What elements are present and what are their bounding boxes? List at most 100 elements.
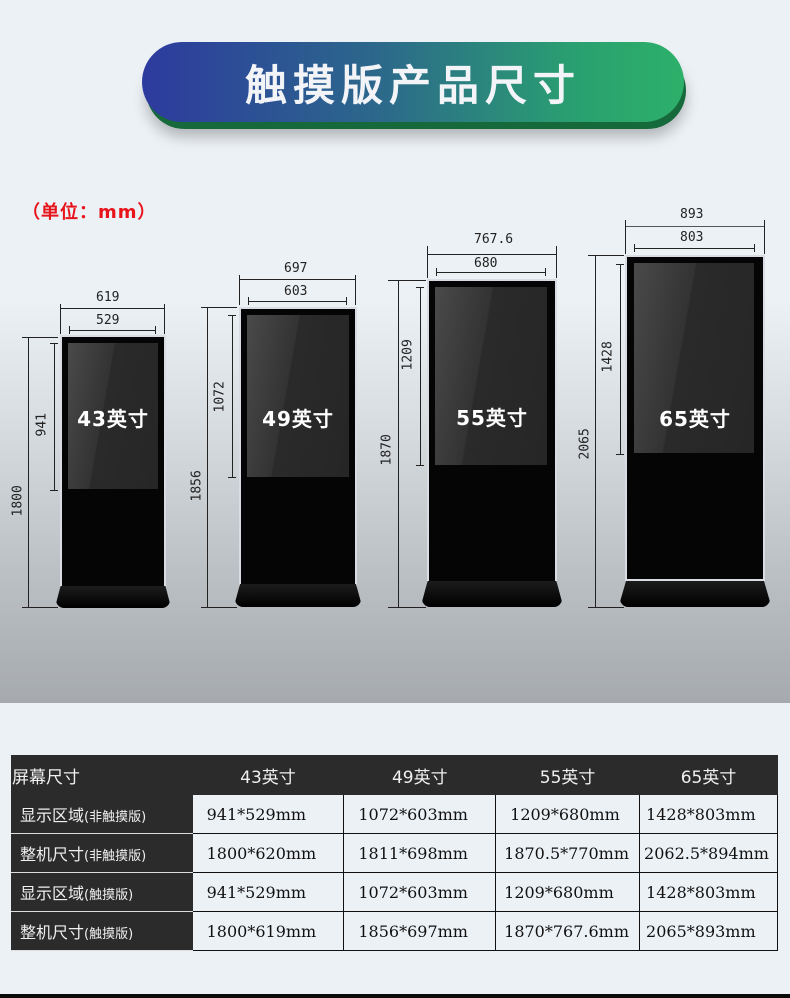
table-cell: 1856*697mm [343,911,497,951]
kiosk-image: 49英寸 [235,307,361,607]
dimension-tick [764,220,765,254]
header-cell: 43英寸 [191,755,345,795]
dimension-line [28,337,29,607]
row-label: 显示区域(触摸版) [11,872,193,912]
bottom-divider [0,994,790,998]
dimension-tick [201,307,237,308]
kiosk-image: 55英寸 [422,279,562,607]
header-cell: 屏幕尺寸 [11,755,193,795]
page-title: 触摸版产品尺寸 [244,60,581,110]
table-cell: 2065*893mm [639,911,778,951]
total-width-label: 619 [96,290,120,305]
table-cell: 1870*767.6mm [495,911,641,951]
header-cell: 49英寸 [343,755,497,795]
table-row: 整机尺寸(触摸版) 1800*619mm 1856*697mm 1870*767… [11,911,778,951]
dimension-tick [754,244,755,252]
screen-width-label: 803 [680,230,704,245]
total-height-label: 1856 [189,470,205,502]
dimension-tick [545,268,546,276]
total-width-label: 893 [680,207,704,222]
dimension-line [634,248,755,249]
dimension-tick [22,337,58,338]
screen-height-label: 1209 [400,339,416,371]
table-cell: 1072*603mm [343,794,497,834]
dimension-tick [22,607,58,608]
screen-width-label: 529 [96,313,120,328]
dimension-line [620,264,621,454]
kiosk-image: 43英寸 [56,335,170,608]
table-cell: 1428*803mm [639,872,778,912]
size-label: 49英寸 [262,407,334,431]
dimension-tick [416,287,424,288]
dimension-tick [436,268,437,276]
total-width-label: 767.6 [474,232,514,247]
dimension-line [625,226,765,227]
dimension-tick [201,607,237,608]
dimension-line [398,280,399,607]
dimension-tick [355,275,356,305]
table-header-row: 屏幕尺寸 43英寸 49英寸 55英寸 65英寸 [11,755,778,795]
header-cell: 65英寸 [639,755,778,795]
table-cell: 1811*698mm [343,833,497,873]
table-cell: 2062.5*894mm [639,833,778,873]
dimension-tick [416,465,424,466]
title-banner: 触摸版产品尺寸 [142,42,684,122]
screen-height-label: 1428 [600,341,616,373]
total-width-label: 697 [284,261,308,276]
dimension-tick [50,343,58,344]
table-row: 整机尺寸(非触摸版) 1800*620mm 1811*698mm 1870.5*… [11,833,778,873]
dimension-tick [155,326,156,334]
unit-label: （单位：mm） [22,202,157,223]
table-row: 显示区域(非触摸版) 941*529mm 1072*603mm 1209*680… [11,794,778,834]
dimension-tick [60,304,61,334]
dimension-tick [388,607,426,608]
dimension-tick [228,315,236,316]
row-label: 整机尺寸(触摸版) [11,911,193,951]
dimension-tick [634,244,635,252]
dimension-tick [616,454,624,455]
dimension-tick [248,297,249,305]
dimension-line [427,254,557,255]
dimension-line [232,315,233,477]
kiosk-image: 65英寸 [620,255,770,607]
total-height-label: 2065 [577,428,593,460]
dimension-tick [228,477,236,478]
total-height-label: 1870 [379,434,395,466]
screen-width-label: 680 [474,256,498,271]
dimension-line [420,287,421,465]
size-label: 55英寸 [456,406,528,430]
table-cell: 1209*680mm [495,794,641,834]
dimension-line [60,308,165,309]
row-label: 显示区域(非触摸版) [11,794,193,834]
dimension-line [248,301,347,302]
size-label: 65英寸 [659,407,731,431]
dimension-tick [427,246,428,278]
dimension-tick [616,264,624,265]
dimension-tick [625,220,626,254]
dimension-line [207,307,208,607]
table-cell: 1800*620mm [191,833,345,873]
table-cell: 1428*803mm [639,794,778,834]
table-cell: 1072*603mm [343,872,497,912]
total-height-label: 1800 [10,485,26,517]
table-cell: 1800*619mm [191,911,345,951]
dimension-tick [588,607,624,608]
size-label: 43英寸 [77,407,149,431]
dimension-tick [69,326,70,334]
dimension-tick [164,304,165,334]
screen-height-label: 941 [34,413,50,437]
row-label: 整机尺寸(非触摸版) [11,833,193,873]
table-cell: 941*529mm [191,794,345,834]
table-row: 显示区域(触摸版) 941*529mm 1072*603mm 1209*680m… [11,872,778,912]
header-cell: 55英寸 [495,755,641,795]
screen-width-label: 603 [284,284,308,299]
dimension-line [595,255,596,607]
table-cell: 1209*680mm [495,872,641,912]
dimension-tick [50,490,58,491]
dimension-tick [588,255,624,256]
table-cell: 1870.5*770mm [495,833,641,873]
dimension-line [436,272,546,273]
spec-table: 屏幕尺寸 43英寸 49英寸 55英寸 65英寸 显示区域(非触摸版) 941*… [11,755,778,951]
dimension-line [69,330,156,331]
dimension-tick [388,280,426,281]
